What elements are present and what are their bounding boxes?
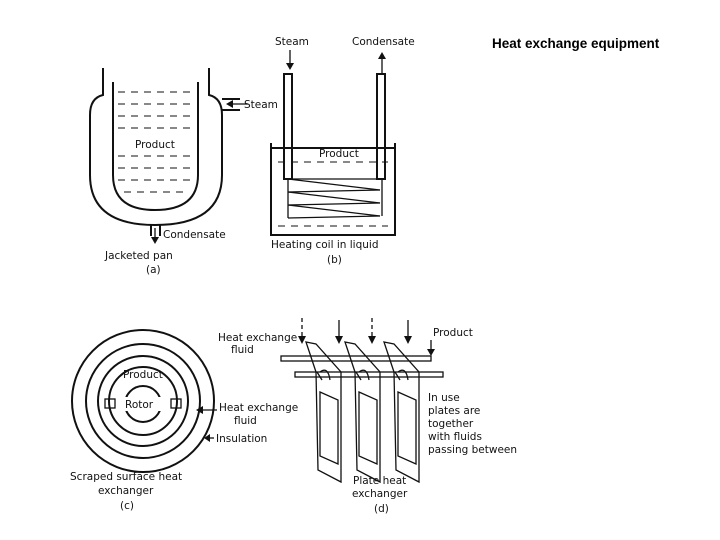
- plate-note-line-4: with fluids: [428, 431, 482, 443]
- caption-a: Jacketed pan: [104, 250, 173, 262]
- caption-c-1: Scraped surface heat: [70, 471, 182, 483]
- plate-2: [344, 341, 381, 484]
- condensate-label-a: Condensate: [163, 229, 226, 241]
- steam-label-a: Steam: [244, 99, 278, 111]
- slide-title: Heat exchange equipment: [492, 36, 660, 51]
- scraper-blade-right: [170, 398, 182, 409]
- tank-liquid-dashes: [278, 161, 388, 227]
- pan-inner-wall: [112, 82, 199, 212]
- pan-outer-jacket: [89, 68, 223, 227]
- plate-note: In use plates are together with fluids p…: [428, 392, 517, 456]
- inner-wall: [97, 355, 189, 447]
- caption-d-2: exchanger: [352, 488, 408, 500]
- plate-exchanger: Heat exchange fluid Product: [218, 318, 517, 515]
- letter-b: (b): [327, 254, 342, 266]
- product-label-a: Product: [135, 139, 175, 151]
- fluid-label-d-2: fluid: [231, 344, 254, 356]
- caption-c-2: exchanger: [98, 485, 154, 497]
- product-space: [108, 366, 178, 436]
- insulation-label: Insulation: [216, 433, 267, 445]
- caption-d-1: Plate heat: [353, 475, 406, 487]
- condensate-label-b: Condensate: [352, 36, 415, 48]
- scraped-surface-exchanger: Rotor Product Heat exchange fluid Insula…: [70, 329, 298, 512]
- plate-flow-arrows: [316, 371, 401, 381]
- pan-liquid-dashes: [118, 91, 194, 193]
- plate-note-line-1: In use: [428, 392, 460, 404]
- letter-c: (c): [120, 500, 134, 512]
- heating-coil: [287, 178, 383, 219]
- rotor-label: Rotor: [125, 399, 154, 411]
- steam-label-b: Steam: [275, 36, 309, 48]
- plate-note-line-2: plates are: [428, 405, 480, 417]
- fluid-header-pipe: [280, 355, 432, 362]
- fluid-label-c-2: fluid: [234, 415, 257, 427]
- product-label-c: Product: [123, 369, 163, 381]
- heating-coil-tank: Steam Condensate: [270, 36, 415, 266]
- jacketed-pan: Steam Product Condensate Jacketed pan (a…: [89, 68, 278, 276]
- scraper-blade-left: [104, 398, 116, 409]
- letter-a: (a): [146, 264, 161, 276]
- steam-pipe: [283, 73, 293, 180]
- plate-note-line-3: together: [428, 418, 474, 430]
- fluid-jacket: [85, 343, 201, 459]
- plate-3: [383, 341, 420, 484]
- product-label-d: Product: [433, 327, 473, 339]
- caption-b: Heating coil in liquid: [271, 239, 379, 251]
- rotor-label-bg: [124, 397, 162, 411]
- letter-d: (d): [374, 503, 389, 515]
- plate-note-line-5: passing between: [428, 444, 517, 456]
- tank-wall: [270, 143, 396, 236]
- plate-1: [305, 341, 342, 484]
- insulation-ring: [71, 329, 215, 473]
- condensate-pipe: [376, 73, 386, 180]
- fluid-label-d-1: Heat exchange: [218, 332, 297, 344]
- product-label-b: Product: [319, 148, 359, 160]
- inlet-arrows: [298, 318, 435, 356]
- fluid-label-c-1: Heat exchange: [219, 402, 298, 414]
